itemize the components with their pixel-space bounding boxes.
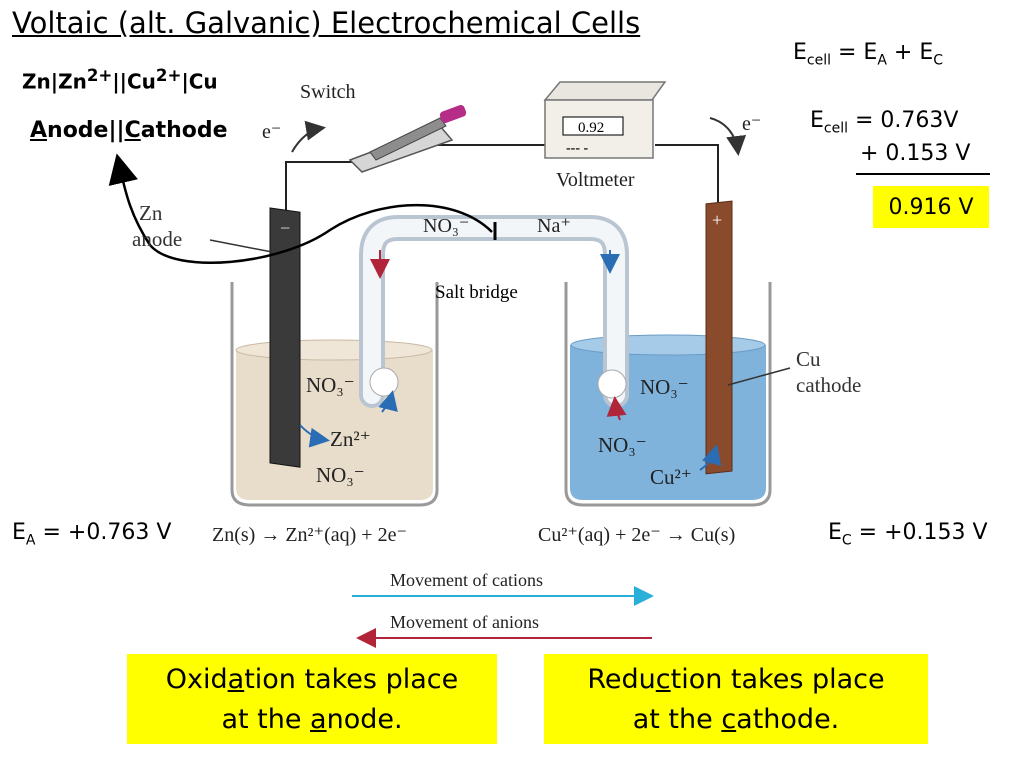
salt-bridge-tube bbox=[359, 215, 629, 408]
switch-label: Switch bbox=[300, 81, 356, 103]
anode-cathode-label: Anode||Cathode bbox=[30, 118, 228, 143]
voltmeter-dashes: --- - bbox=[566, 141, 588, 156]
external-circuit bbox=[285, 117, 747, 215]
electron-arrow-left bbox=[291, 120, 326, 153]
ecell-value-line2: + 0.153 V bbox=[860, 141, 971, 166]
salt-bridge-label: Salt bridge bbox=[435, 282, 518, 303]
reduction-callout: Reduction takes place at the cathode. bbox=[544, 654, 928, 744]
right-nitrate-mid: NO₃⁻ bbox=[598, 433, 647, 457]
zn-anode-label-2: anode bbox=[132, 227, 182, 251]
slide-title: Voltaic (alt. Galvanic) Electrochemical … bbox=[12, 6, 641, 40]
ecell-result: 0.916 V bbox=[873, 186, 989, 228]
notation-cu: Cu bbox=[188, 69, 218, 94]
annotation-curve bbox=[108, 153, 493, 265]
bridge-nitrate-label: NO₃⁻ bbox=[423, 215, 469, 237]
ecell-a-sub: A bbox=[877, 52, 887, 69]
notation-zn-charge: 2+ bbox=[86, 66, 113, 85]
ecell-value-rest: = 0.763V bbox=[848, 108, 959, 133]
red-text: tion takes place bbox=[670, 664, 885, 695]
electron-label-right: e⁻ bbox=[742, 113, 761, 135]
switch bbox=[348, 105, 467, 173]
ecell-c-sub: C bbox=[933, 52, 944, 69]
anion-arrow-left bbox=[378, 390, 398, 413]
ea-value: = +0.763 V bbox=[35, 520, 172, 545]
notation-sep: | bbox=[50, 69, 59, 94]
anode-half-reaction: Zn(s) → Zn²⁺(aq) + 2e⁻ bbox=[212, 524, 407, 546]
anode-potential: EA = +0.763 V bbox=[12, 520, 171, 548]
ox-text: Oxid bbox=[165, 664, 228, 695]
notation-zn: Zn bbox=[22, 69, 51, 94]
left-zinc-ion: Zn²⁺ bbox=[330, 427, 371, 451]
ec-value: = +0.153 V bbox=[851, 520, 988, 545]
oxidation-callout: Oxidation takes place at the anode. bbox=[127, 654, 497, 744]
notation-cu-charge: 2+ bbox=[155, 66, 182, 85]
ox-underlined-a2: a bbox=[310, 704, 327, 735]
sum-underline bbox=[856, 173, 990, 175]
notation-sep: | bbox=[181, 69, 189, 94]
anode-initial: A bbox=[30, 118, 48, 143]
ecell-formula: Ecell = EA + EC bbox=[793, 40, 943, 68]
ox-text: tion takes place bbox=[244, 664, 459, 695]
roles-sep: || bbox=[108, 118, 125, 143]
ecell-op: = E bbox=[831, 40, 878, 65]
red-text: athode. bbox=[736, 704, 840, 735]
left-nitrate-top: NO₃⁻ bbox=[306, 373, 355, 397]
right-nitrate-top: NO₃⁻ bbox=[640, 375, 689, 399]
ecell-value-line1: Ecell = 0.763V bbox=[810, 108, 958, 136]
ox-underlined-a: a bbox=[227, 664, 245, 695]
copper-electrode bbox=[705, 200, 733, 475]
cell-notation: Zn|Zn2+||Cu2+|Cu bbox=[22, 66, 218, 94]
electron-arrow-right bbox=[709, 117, 747, 156]
cathode-rest: athode bbox=[140, 118, 228, 143]
red-underlined-c: c bbox=[655, 664, 671, 695]
right-copper-ion: Cu²⁺ bbox=[650, 465, 692, 489]
ea-sub: A bbox=[25, 532, 36, 549]
zinc-electrode bbox=[269, 207, 301, 468]
voltmeter-reading: 0.92 bbox=[578, 120, 604, 136]
red-underlined-c2: c bbox=[721, 704, 737, 735]
cathode-half-reaction: Cu²⁺(aq) + 2e⁻ → Cu(s) bbox=[538, 524, 735, 546]
voltmeter bbox=[543, 81, 667, 159]
anion-arrow-right bbox=[606, 396, 627, 421]
ox-text: at the bbox=[221, 704, 311, 735]
cu-ion-arrow bbox=[699, 444, 722, 471]
bridge-sodium-label: Na⁺ bbox=[537, 215, 571, 237]
cu-cathode-label: Cu bbox=[796, 347, 821, 371]
zn-ion-arrow bbox=[299, 424, 330, 448]
red-text: Redu bbox=[587, 664, 656, 695]
left-nitrate-bottom: NO₃⁻ bbox=[316, 463, 365, 487]
red-text: at the bbox=[632, 704, 722, 735]
anion-movement-label: Movement of anions bbox=[390, 612, 539, 632]
ea-e: E bbox=[12, 520, 26, 545]
notation-zn-ion: Zn bbox=[58, 69, 87, 94]
notation-salt-bridge: || bbox=[112, 69, 127, 94]
electron-label-left: e⁻ bbox=[262, 121, 281, 143]
voltmeter-display bbox=[562, 116, 624, 136]
cation-movement-label: Movement of cations bbox=[390, 570, 543, 590]
ecell-e: E bbox=[793, 40, 807, 65]
ecell-value-e: E bbox=[810, 108, 824, 133]
ox-text: node. bbox=[326, 704, 403, 735]
cathode-potential: EC = +0.153 V bbox=[828, 520, 988, 548]
zn-anode-label: Zn bbox=[139, 201, 163, 225]
voltmeter-label: Voltmeter bbox=[556, 169, 635, 191]
ecell-sub: cell bbox=[806, 52, 831, 69]
cathode-plus-sign: + bbox=[712, 210, 722, 230]
ecell-plus: + E bbox=[886, 40, 934, 65]
anode-rest: node bbox=[47, 118, 109, 143]
cathode-initial: C bbox=[124, 118, 141, 143]
ecell-value-sub: cell bbox=[823, 120, 848, 137]
ec-sub: C bbox=[841, 532, 852, 549]
cu-cathode-label-2: cathode bbox=[796, 373, 861, 397]
anode-minus-sign: − bbox=[280, 218, 290, 238]
ec-e: E bbox=[828, 520, 842, 545]
notation-cu-ion: Cu bbox=[126, 69, 156, 94]
